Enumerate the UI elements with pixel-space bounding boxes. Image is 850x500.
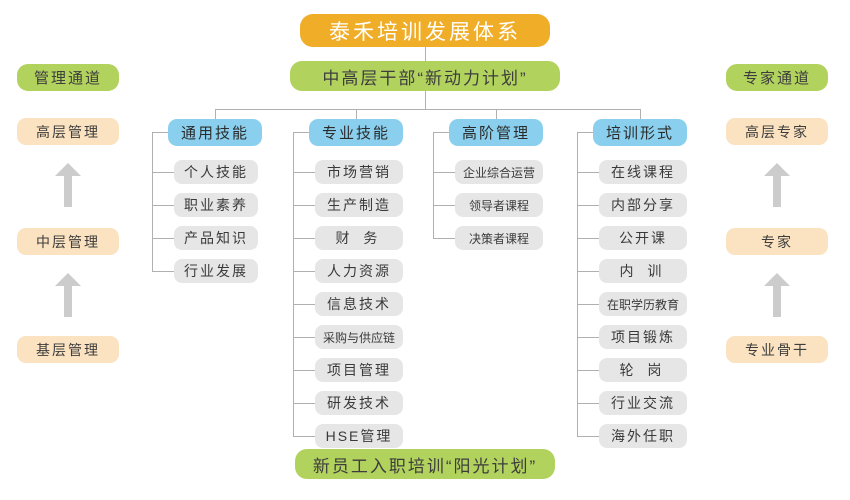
leaf-col1-2[interactable]: 财 务 bbox=[315, 226, 403, 250]
tree-stub-col1-header bbox=[293, 132, 309, 133]
connector-drop-col2 bbox=[356, 109, 357, 119]
right-channel-rank-2: 专业骨干 bbox=[726, 336, 828, 363]
column-header-2[interactable]: 高阶管理 bbox=[449, 119, 543, 146]
connector-drop-col1 bbox=[215, 109, 216, 119]
leaf-col3-5[interactable]: 项目锻炼 bbox=[599, 325, 687, 349]
tree-stub-col3-8 bbox=[577, 436, 599, 437]
tree-stub-col1-5 bbox=[293, 337, 315, 338]
leaf-col3-4[interactable]: 在职学历教育 bbox=[599, 292, 687, 316]
leaf-col3-3[interactable]: 内 训 bbox=[599, 259, 687, 283]
diagram-footer: 新员工入职培训“阳光计划” bbox=[295, 449, 555, 479]
leaf-col3-1[interactable]: 内部分享 bbox=[599, 193, 687, 217]
leaf-col1-5[interactable]: 采购与供应链 bbox=[315, 325, 403, 349]
up-arrow-icon bbox=[55, 273, 81, 317]
tree-stub-col1-2 bbox=[293, 238, 315, 239]
right-channel-header: 专家通道 bbox=[726, 64, 828, 91]
leaf-col1-3[interactable]: 人力资源 bbox=[315, 259, 403, 283]
tree-stub-col3-2 bbox=[577, 238, 599, 239]
up-arrow-icon bbox=[764, 163, 790, 207]
leaf-col2-0[interactable]: 企业综合运营 bbox=[455, 160, 543, 184]
tree-stub-col3-4 bbox=[577, 304, 599, 305]
column-header-0[interactable]: 通用技能 bbox=[168, 119, 262, 146]
leaf-col1-1[interactable]: 生产制造 bbox=[315, 193, 403, 217]
left-channel-rank-1: 中层管理 bbox=[17, 228, 119, 255]
tree-stub-col0-0 bbox=[152, 172, 174, 173]
diagram-title: 泰禾培训发展体系 bbox=[300, 14, 550, 47]
right-channel-rank-0: 高层专家 bbox=[726, 118, 828, 145]
leaf-col3-2[interactable]: 公开课 bbox=[599, 226, 687, 250]
leaf-col3-6[interactable]: 轮 岗 bbox=[599, 358, 687, 382]
leaf-col3-8[interactable]: 海外任职 bbox=[599, 424, 687, 448]
tree-stub-col1-8 bbox=[293, 436, 315, 437]
tree-stub-col1-4 bbox=[293, 304, 315, 305]
connector-bus bbox=[215, 109, 640, 110]
tree-stub-col1-3 bbox=[293, 271, 315, 272]
tree-stub-col2-header bbox=[433, 132, 449, 133]
leaf-col2-1[interactable]: 领导者课程 bbox=[455, 193, 543, 217]
connector-drop-col3 bbox=[496, 109, 497, 119]
connector-subtitle-bus bbox=[425, 91, 426, 109]
left-channel-header: 管理通道 bbox=[17, 64, 119, 91]
up-arrow-icon bbox=[764, 273, 790, 317]
left-channel-rank-0: 高层管理 bbox=[17, 118, 119, 145]
leaf-col0-3[interactable]: 行业发展 bbox=[174, 259, 258, 283]
tree-stub-col3-header bbox=[577, 132, 593, 133]
tree-stub-col3-3 bbox=[577, 271, 599, 272]
tree-stub-col1-0 bbox=[293, 172, 315, 173]
tree-stub-col3-7 bbox=[577, 403, 599, 404]
tree-spine-col2 bbox=[433, 132, 434, 239]
leaf-col1-6[interactable]: 项目管理 bbox=[315, 358, 403, 382]
tree-stub-col2-0 bbox=[433, 172, 455, 173]
leaf-col0-0[interactable]: 个人技能 bbox=[174, 160, 258, 184]
diagram-subtitle: 中高层干部“新动力计划” bbox=[290, 61, 560, 91]
up-arrow-icon bbox=[55, 163, 81, 207]
leaf-col3-0[interactable]: 在线课程 bbox=[599, 160, 687, 184]
leaf-col1-0[interactable]: 市场营销 bbox=[315, 160, 403, 184]
leaf-col1-8[interactable]: HSE管理 bbox=[315, 424, 403, 448]
leaf-col3-7[interactable]: 行业交流 bbox=[599, 391, 687, 415]
tree-stub-col2-2 bbox=[433, 238, 455, 239]
tree-spine-col3 bbox=[577, 132, 578, 436]
tree-stub-col3-0 bbox=[577, 172, 599, 173]
tree-spine-col1-ext bbox=[293, 404, 294, 436]
left-channel-rank-2: 基层管理 bbox=[17, 336, 119, 363]
connector-title-subtitle bbox=[425, 47, 426, 61]
right-channel-rank-1: 专家 bbox=[726, 228, 828, 255]
column-header-3[interactable]: 培训形式 bbox=[593, 119, 687, 146]
tree-stub-col0-3 bbox=[152, 271, 174, 272]
column-header-1[interactable]: 专业技能 bbox=[309, 119, 403, 146]
tree-spine-col0 bbox=[152, 132, 153, 272]
tree-stub-col1-7 bbox=[293, 403, 315, 404]
leaf-col1-7[interactable]: 研发技术 bbox=[315, 391, 403, 415]
tree-stub-col1-1 bbox=[293, 205, 315, 206]
leaf-col0-1[interactable]: 职业素养 bbox=[174, 193, 258, 217]
tree-stub-col3-5 bbox=[577, 337, 599, 338]
tree-stub-col3-1 bbox=[577, 205, 599, 206]
connector-drop-col4 bbox=[640, 109, 641, 119]
tree-stub-col1-6 bbox=[293, 370, 315, 371]
tree-stub-col3-6 bbox=[577, 370, 599, 371]
leaf-col0-2[interactable]: 产品知识 bbox=[174, 226, 258, 250]
tree-stub-col2-1 bbox=[433, 205, 455, 206]
tree-stub-col0-1 bbox=[152, 205, 174, 206]
tree-stub-col0-2 bbox=[152, 238, 174, 239]
leaf-col1-4[interactable]: 信息技术 bbox=[315, 292, 403, 316]
tree-spine-col1 bbox=[293, 132, 294, 404]
tree-stub-col0-header bbox=[152, 132, 168, 133]
leaf-col2-2[interactable]: 决策者课程 bbox=[455, 226, 543, 250]
